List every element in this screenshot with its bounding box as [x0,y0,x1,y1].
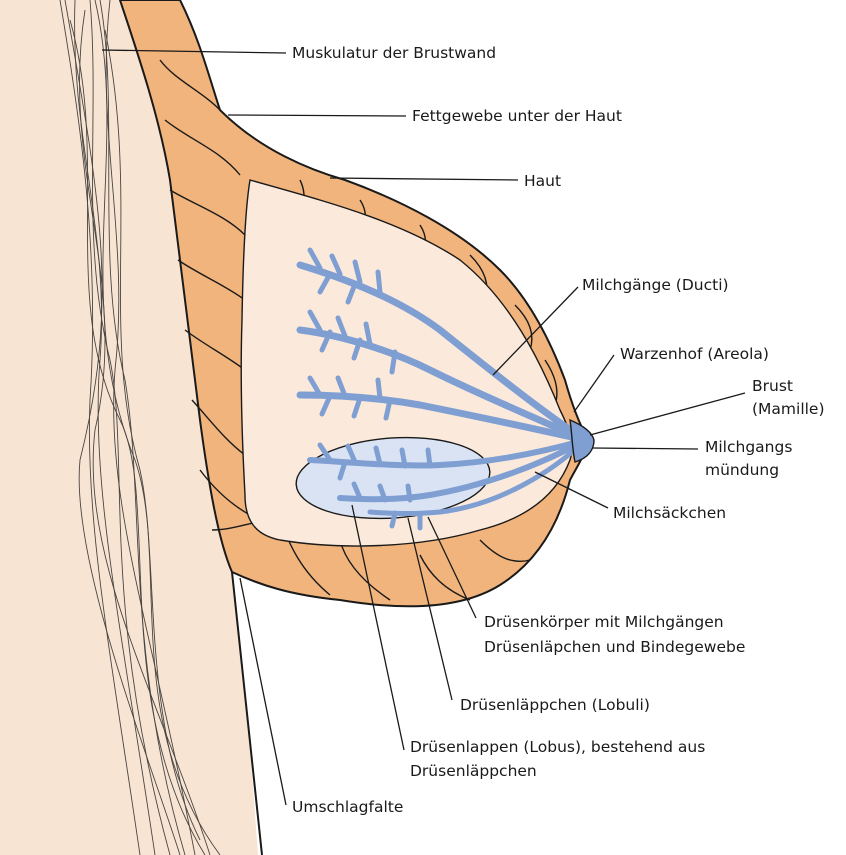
label-fold: Umschlagfalte [292,798,403,816]
label-milk-sac: Milchsäckchen [613,504,726,522]
label-nipple-line2: (Mamille) [752,400,825,418]
label-gland-body-line1: Drüsenkörper mit Milchgängen [484,613,724,631]
nipple [570,420,594,462]
label-duct-opening-line1: Milchgangs [705,438,792,456]
label-lobe-line2: Drüsenläppchen [410,762,537,780]
label-nipple-line1: Brust [752,377,793,395]
label-skin: Haut [524,172,561,190]
label-lobules: Drüsenläppchen (Lobuli) [460,696,650,714]
label-lobe-line1: Drüsenlappen (Lobus), bestehend aus [410,738,705,756]
label-duct-opening-line2: mündung [705,461,779,479]
label-gland-body-line2: Drüsenläpchen und Bindegewebe [484,638,745,656]
label-subcutaneous-fat: Fettgewebe unter der Haut [412,107,622,125]
label-areola: Warzenhof (Areola) [620,345,769,363]
label-chest-muscle: Muskulatur der Brustwand [292,44,496,62]
label-milk-ducts: Milchgänge (Ducti) [582,276,729,294]
